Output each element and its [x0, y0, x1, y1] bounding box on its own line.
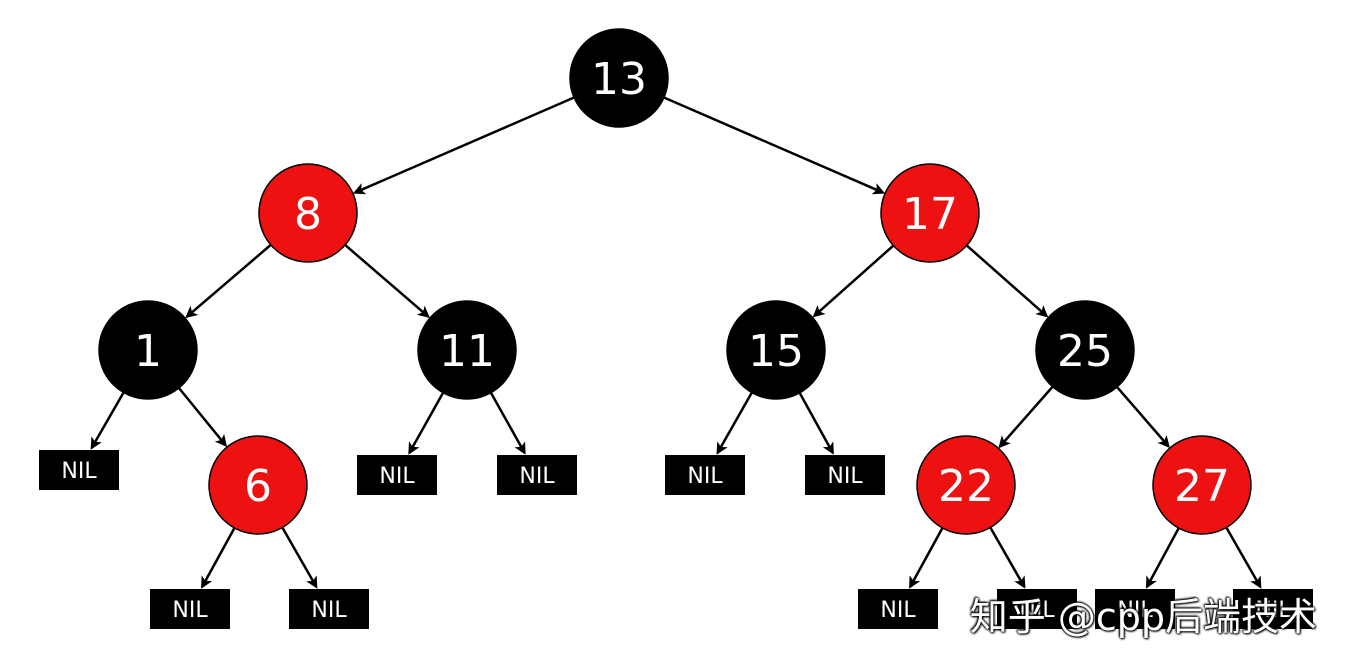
edge-n27-nil10 — [1145, 527, 1180, 589]
tree-node-8: 8 — [258, 163, 358, 263]
node-label: 1 — [134, 326, 162, 377]
edge-n15-nil5 — [798, 392, 834, 455]
edge-n25-n27 — [1116, 386, 1170, 448]
node-circle-black — [726, 300, 826, 400]
node-circle-black — [569, 28, 669, 128]
edge-n27-nil11 — [1225, 526, 1262, 589]
node-circle-red — [258, 163, 358, 263]
node-label: 8 — [294, 189, 322, 240]
nil-box — [497, 455, 577, 495]
node-circle-red — [1152, 435, 1252, 535]
node-label: 15 — [748, 326, 804, 377]
node-label: 17 — [902, 189, 958, 240]
node-circle-black — [98, 300, 198, 400]
nil-box — [1095, 589, 1175, 629]
edge-n8-n11 — [344, 244, 430, 319]
nil-leaf: NIL — [497, 455, 577, 495]
tree-node-15: 15 — [726, 300, 826, 400]
edge-n11-nil2 — [408, 392, 445, 455]
watermark: 知乎 @cpp后端技术 — [969, 595, 1317, 639]
tree-node-13: 13 — [569, 28, 669, 128]
node-circle-black — [1035, 300, 1135, 400]
nil-leaf: NIL — [1233, 589, 1313, 629]
nil-leaf: NIL — [289, 589, 369, 629]
nil-leaf: NIL — [997, 589, 1077, 629]
nil-label: NIL — [379, 464, 415, 489]
nil-label: NIL — [172, 598, 208, 623]
edge-n1-n6 — [177, 387, 228, 448]
edge-n6-nil6 — [200, 527, 236, 589]
nil-label: NIL — [311, 598, 347, 623]
edge-n6-nil7 — [281, 526, 318, 589]
tree-node-22: 22 — [916, 435, 1016, 535]
nil-box — [357, 455, 437, 495]
tree-node-6: 6 — [208, 435, 308, 535]
edge-n13-n17 — [663, 96, 886, 195]
nil-box — [805, 455, 885, 495]
node-circle-red — [880, 163, 980, 263]
nil-leaf: NIL — [357, 455, 437, 495]
nil-label: NIL — [61, 459, 97, 484]
nil-box — [150, 589, 230, 629]
edge-n17-n15 — [812, 244, 895, 318]
nil-label: NIL — [1019, 598, 1055, 623]
edge-n8-n1 — [185, 243, 272, 319]
nil-box — [665, 455, 745, 495]
nil-label: NIL — [519, 464, 555, 489]
tree-node-27: 27 — [1152, 435, 1252, 535]
nil-label: NIL — [827, 464, 863, 489]
edge-n25-n22 — [998, 385, 1054, 449]
nil-label: NIL — [687, 464, 723, 489]
edge-n1-nil1 — [90, 391, 125, 450]
nil-leaf: NIL — [150, 589, 230, 629]
nil-leaf: NIL — [1095, 589, 1175, 629]
edge-n15-nil4 — [716, 391, 753, 455]
edge-n11-nil3 — [489, 392, 526, 455]
node-circle-black — [417, 300, 517, 400]
tree-node-17: 17 — [880, 163, 980, 263]
node-label: 6 — [244, 461, 272, 512]
node-label: 11 — [439, 326, 495, 377]
edge-n22-nil9 — [989, 526, 1026, 589]
nil-box — [997, 589, 1077, 629]
nil-box — [858, 589, 938, 629]
nil-leaf: NIL — [665, 455, 745, 495]
nil-box — [289, 589, 369, 629]
nil-box — [39, 450, 119, 490]
nil-leaf: NIL — [39, 450, 119, 490]
nil-leaf: NIL — [858, 589, 938, 629]
tree-node-11: 11 — [417, 300, 517, 400]
nil-label: NIL — [880, 598, 916, 623]
node-circle-red — [916, 435, 1016, 535]
edge-n17-n25 — [965, 244, 1049, 318]
nil-box — [1233, 589, 1313, 629]
tree-edges — [90, 96, 1262, 589]
nil-leaf: NIL — [805, 455, 885, 495]
edge-n22-nil8 — [908, 527, 944, 589]
node-label: 27 — [1174, 461, 1230, 512]
node-label: 22 — [938, 461, 994, 512]
tree-node-1: 1 — [98, 300, 198, 400]
node-label: 25 — [1057, 326, 1113, 377]
edge-n13-n8 — [352, 96, 575, 195]
node-label: 13 — [591, 54, 647, 105]
tree-node-25: 25 — [1035, 300, 1135, 400]
nil-label: NIL — [1255, 598, 1291, 623]
node-circle-red — [208, 435, 308, 535]
nil-label: NIL — [1117, 598, 1153, 623]
